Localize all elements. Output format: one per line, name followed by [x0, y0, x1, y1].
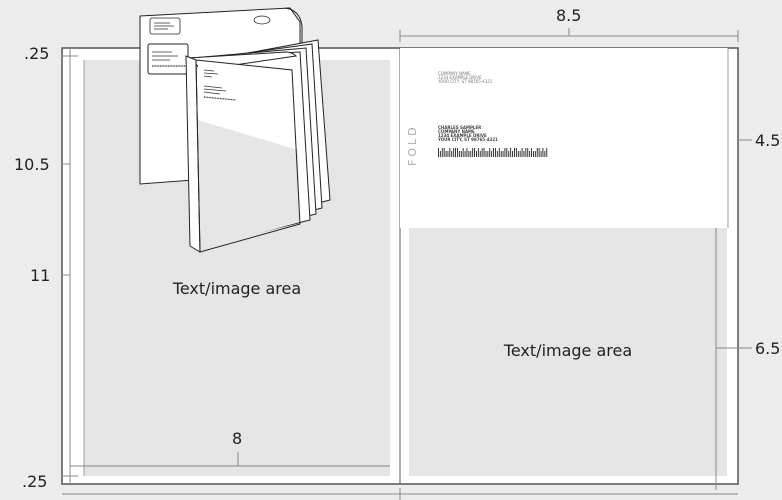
dim-inner-width: 8	[232, 429, 243, 448]
barcode-bar	[472, 148, 474, 157]
barcode-bar	[496, 151, 498, 157]
barcode-bar	[519, 151, 521, 157]
top-dimension	[399, 28, 739, 42]
barcode-bar	[439, 151, 441, 157]
barcode-bar	[534, 151, 536, 157]
barcode-bar	[540, 151, 542, 157]
barcode-bar	[441, 148, 443, 157]
barcode-bar	[470, 151, 472, 157]
barcode-bar	[527, 148, 529, 157]
barcode-bar	[495, 148, 496, 157]
dim-left-height-a: 10.5	[14, 155, 50, 174]
barcode-bar	[506, 148, 508, 157]
barcode-bar	[491, 151, 493, 157]
recipient-address-line: COMPANY NAME	[438, 129, 475, 134]
barcode-bar	[493, 148, 494, 157]
barcode-bar	[504, 148, 506, 157]
barcode-bar	[525, 148, 527, 157]
barcode-bar	[476, 151, 477, 157]
bottom-outer-dimension	[62, 488, 738, 500]
barcode-bar	[447, 151, 449, 157]
barcode-bar	[517, 151, 519, 157]
barcode-bar	[474, 148, 475, 157]
barcode-bar	[485, 151, 487, 157]
return-address: COMPANY NAME 1234 EXAMPLE DRIVE YOUR CIT…	[438, 72, 492, 84]
barcode-bar	[510, 148, 512, 157]
barcode-bar	[477, 148, 479, 157]
barcode-bar	[443, 148, 445, 157]
dim-top-margin: .25	[24, 44, 50, 63]
recipient-address-line: 1234 EXAMPLE DRIVE	[438, 133, 487, 138]
barcode-bar	[512, 151, 513, 157]
dim-top-width: 8.5	[556, 6, 582, 25]
barcode-bar	[466, 148, 468, 157]
barcode-bar	[458, 151, 460, 157]
left-dimension	[62, 48, 78, 484]
dim-right-bottom-height: 6.5	[755, 339, 781, 358]
barcode-bar	[453, 148, 455, 157]
barcode-bar	[542, 148, 544, 157]
barcode-bar	[460, 151, 462, 157]
return-address-line: YOUR CITY, ST 98765-4321	[438, 79, 493, 84]
barcode-bar	[451, 151, 453, 157]
barcode-bar	[531, 148, 532, 157]
barcode-bar	[462, 148, 464, 157]
barcode-bar	[455, 148, 456, 157]
mailing-panel	[400, 48, 728, 228]
right-text-image-area	[409, 228, 727, 476]
barcode-bar	[487, 151, 489, 157]
barcode	[438, 148, 548, 157]
recipient-address-line: YOUR CITY, ST 98765-4321	[438, 137, 498, 142]
barcode-bar	[500, 151, 502, 157]
right-area-label: Text/image area	[503, 341, 633, 360]
barcode-bar	[438, 148, 439, 157]
bottom-inner-dimension	[70, 452, 390, 467]
barcode-bar	[546, 148, 548, 157]
dim-right-top-height: 4.5	[755, 131, 781, 150]
booklet-illustration	[185, 39, 331, 253]
barcode-bar	[479, 151, 481, 157]
barcode-bar	[502, 151, 504, 157]
dim-bottom-margin: .25	[22, 472, 48, 491]
barcode-bar	[544, 151, 546, 157]
barcode-bar	[536, 148, 538, 157]
barcode-bar	[529, 151, 531, 157]
barcode-bar	[489, 148, 491, 157]
barcode-bar	[457, 148, 458, 157]
barcode-bar	[508, 151, 510, 157]
barcode-bar	[498, 148, 500, 157]
barcode-bar	[483, 148, 485, 157]
barcode-bar	[533, 151, 534, 157]
return-address-line: COMPANY NAME	[438, 71, 471, 76]
return-address-line: 1234 EXAMPLE DRIVE	[438, 75, 482, 80]
barcode-bar	[468, 151, 470, 157]
barcode-bar	[538, 148, 540, 157]
barcode-bar	[514, 148, 515, 157]
dim-left-height-b: 11	[30, 266, 51, 285]
barcode-bar	[464, 151, 466, 157]
barcode-bar	[445, 151, 447, 157]
barcode-bar	[449, 148, 451, 157]
barcode-bar	[515, 148, 517, 157]
recipient-address: CHARLES SAMPLER COMPANY NAME 1234 EXAMPL…	[438, 126, 498, 142]
barcode-bar	[481, 148, 483, 157]
left-area-label: Text/image area	[172, 279, 302, 298]
recipient-address-line: CHARLES SAMPLER	[438, 125, 482, 130]
fold-label: FOLD	[406, 124, 419, 166]
right-dimension	[715, 139, 752, 490]
barcode-bar	[521, 148, 523, 157]
barcode-bar	[523, 151, 525, 157]
